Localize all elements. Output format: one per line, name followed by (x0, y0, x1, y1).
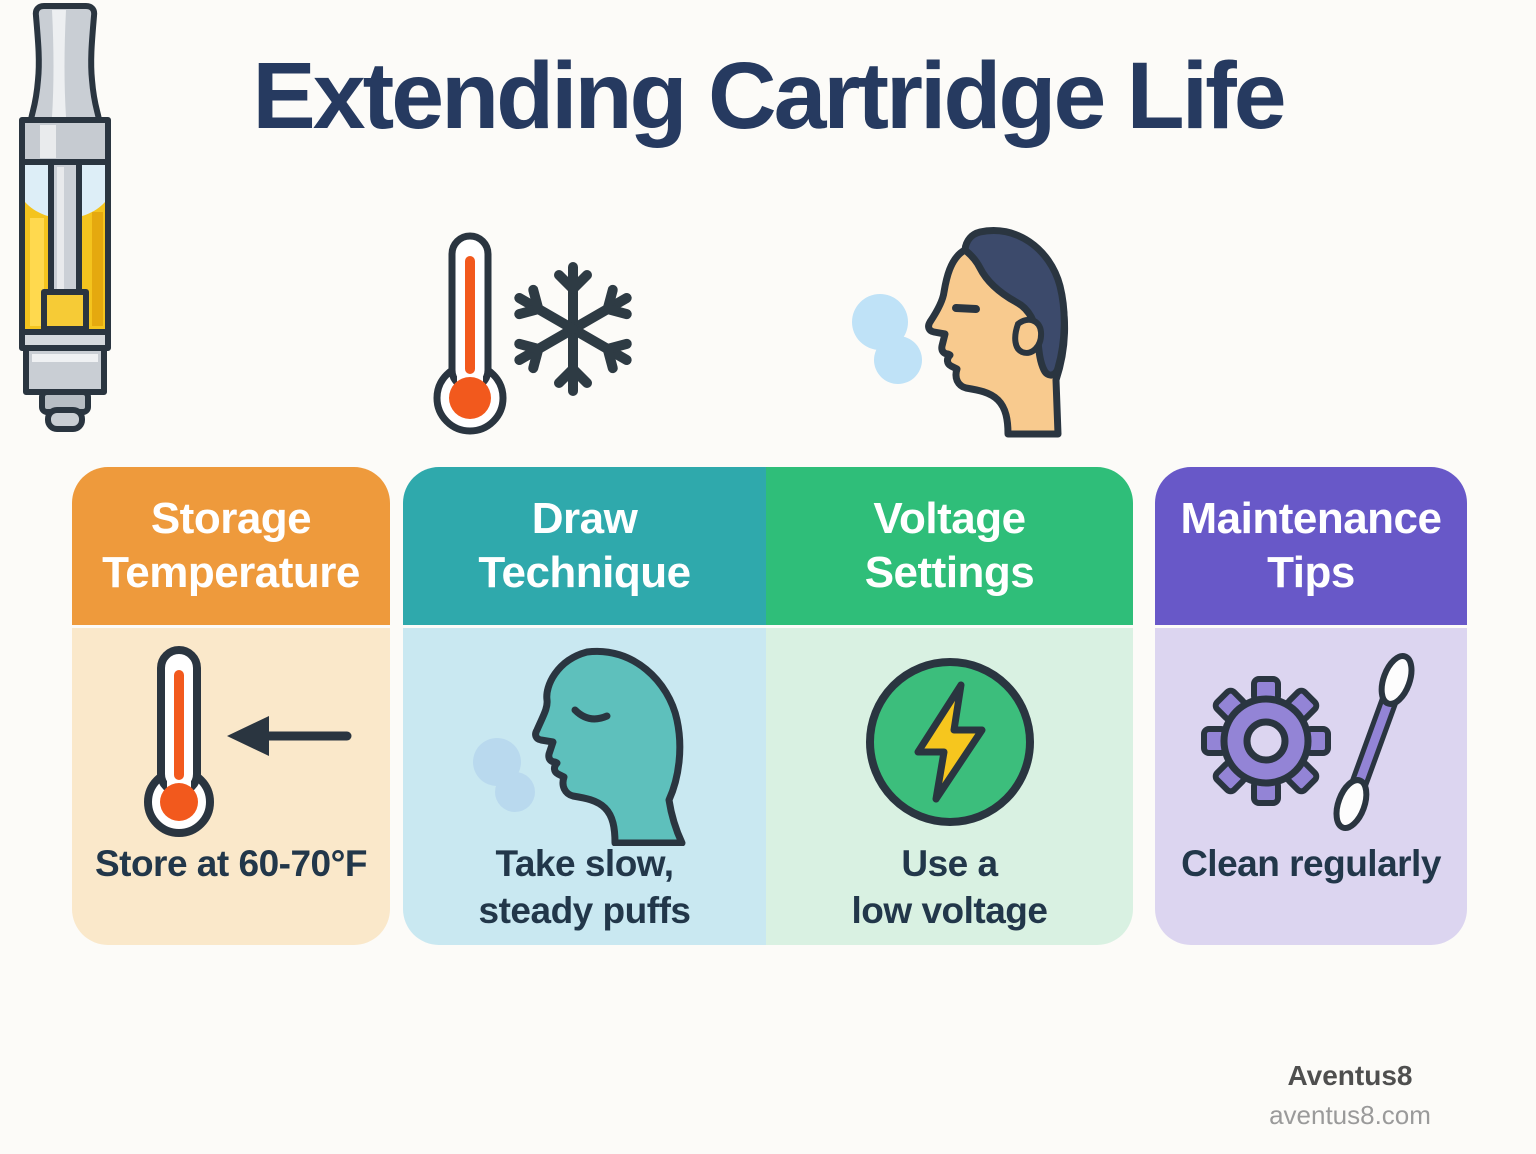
caption-line: Take slow, (495, 843, 674, 884)
card-title-line: Settings (864, 548, 1035, 597)
card-body: Clean regularly (1155, 628, 1467, 945)
card-pair: Draw Technique Take slow, steady puffs (403, 467, 1133, 945)
card-title-line: Storage (150, 494, 312, 543)
thermometer-arrow-icon (144, 646, 352, 837)
card-storage-temperature: Storage Temperature Sto (72, 467, 390, 945)
page-title: Extending Cartridge Life (252, 43, 1286, 149)
card-draw-technique: Draw Technique Take slow, steady puffs (403, 467, 766, 945)
exhaling-face-icon (852, 227, 1068, 438)
card-title-line: Maintenance (1180, 494, 1442, 543)
card-caption: Clean regularly (1181, 840, 1441, 887)
card-voltage-settings: Voltage Settings Use a low voltage (766, 467, 1133, 945)
card-caption: Take slow, steady puffs (479, 840, 691, 934)
card-caption: Store at 60-70°F (94, 840, 368, 887)
brand-name: Aventus8 (1287, 1060, 1413, 1091)
card-header: Draw Technique (403, 467, 766, 625)
gear-and-swab-icon (1201, 653, 1415, 831)
caption-line: low voltage (851, 890, 1048, 931)
caption-line: Use a (901, 843, 998, 884)
card-header: Voltage Settings (766, 467, 1133, 625)
snowflake-icon (514, 262, 632, 396)
card-caption: Use a low voltage (852, 840, 1048, 934)
vape-cartridge-icon (19, 3, 111, 432)
card-title-line: Temperature (102, 548, 360, 597)
exhaling-head-icon (472, 647, 685, 846)
footer: Aventus8 aventus8.com (1180, 1060, 1520, 1131)
card-body: Take slow, steady puffs (403, 628, 766, 945)
card-body: Use a low voltage (766, 628, 1133, 945)
caption-line: steady puffs (478, 890, 691, 931)
website-url: aventus8.com (1269, 1100, 1431, 1130)
card-title-line: Draw (531, 494, 638, 543)
card-header: Storage Temperature (72, 467, 390, 625)
card-header: Maintenance Tips (1155, 467, 1467, 625)
card-maintenance-tips: Maintenance Tips (1155, 467, 1467, 945)
caption-line: Store at 60-70°F (94, 843, 368, 884)
card-title-line: Tips (1267, 548, 1355, 597)
thermometer-icon (433, 232, 507, 435)
caption-line: Clean regularly (1181, 843, 1441, 884)
card-body: Store at 60-70°F (72, 628, 390, 945)
lightning-bolt-icon (865, 658, 1034, 826)
card-title-line: Technique (478, 548, 691, 597)
card-title-line: Voltage (873, 494, 1026, 543)
